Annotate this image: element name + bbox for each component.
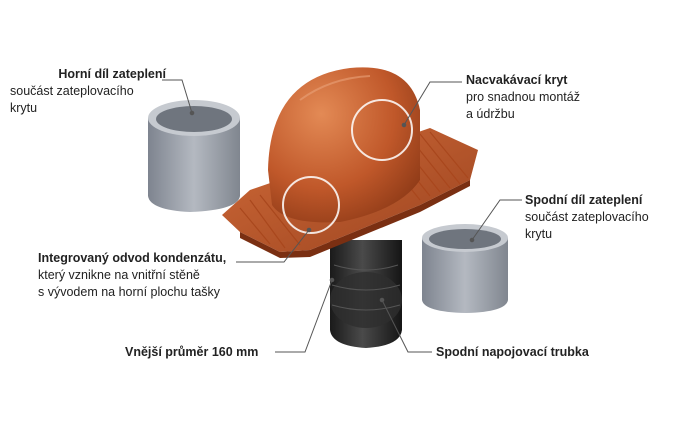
label-condensate-line2: s vývodem na horní plochu tašky bbox=[38, 285, 221, 299]
label-bottom-insulation: Spodní díl zateplení součást zateplovací… bbox=[525, 192, 683, 243]
label-condensate-title: Integrovaný odvod kondenzátu, bbox=[38, 251, 227, 265]
snap-on-cover bbox=[268, 67, 420, 223]
label-snap-cover-line2: a údržbu bbox=[466, 107, 515, 121]
top-insulation-part bbox=[148, 100, 240, 212]
label-snap-cover-line1: pro snadnou montáž bbox=[466, 90, 580, 104]
bottom-insulation-part bbox=[422, 224, 508, 313]
label-bottom-insulation-title: Spodní díl zateplení bbox=[525, 193, 643, 207]
label-top-insulation-line2: krytu bbox=[10, 101, 38, 115]
connection-pipe bbox=[330, 240, 402, 348]
label-snap-cover: Nacvakávací kryt pro snadnou montáž a úd… bbox=[466, 72, 646, 123]
label-diameter: Vnější průměr 160 mm bbox=[125, 344, 275, 361]
label-pipe-title: Spodní napojovací trubka bbox=[436, 345, 589, 359]
label-pipe: Spodní napojovací trubka bbox=[436, 344, 616, 361]
label-top-insulation: Horní díl zateplení součást zateplovacíh… bbox=[10, 66, 166, 117]
leader-lines bbox=[162, 79, 522, 353]
label-top-insulation-line1: součást zateplovacího bbox=[10, 84, 134, 98]
label-bottom-insulation-line2: krytu bbox=[525, 227, 553, 241]
label-snap-cover-title: Nacvakávací kryt bbox=[466, 73, 568, 87]
label-condensate: Integrovaný odvod kondenzátu, který vzni… bbox=[38, 250, 238, 301]
label-condensate-line1: který vznikne na vnitřní stěně bbox=[38, 268, 200, 282]
label-diameter-title: Vnější průměr 160 mm bbox=[125, 345, 259, 359]
magnifier-circle-icon bbox=[282, 99, 413, 234]
label-bottom-insulation-line1: součást zateplovacího bbox=[525, 210, 649, 224]
label-top-insulation-title: Horní díl zateplení bbox=[58, 67, 166, 81]
